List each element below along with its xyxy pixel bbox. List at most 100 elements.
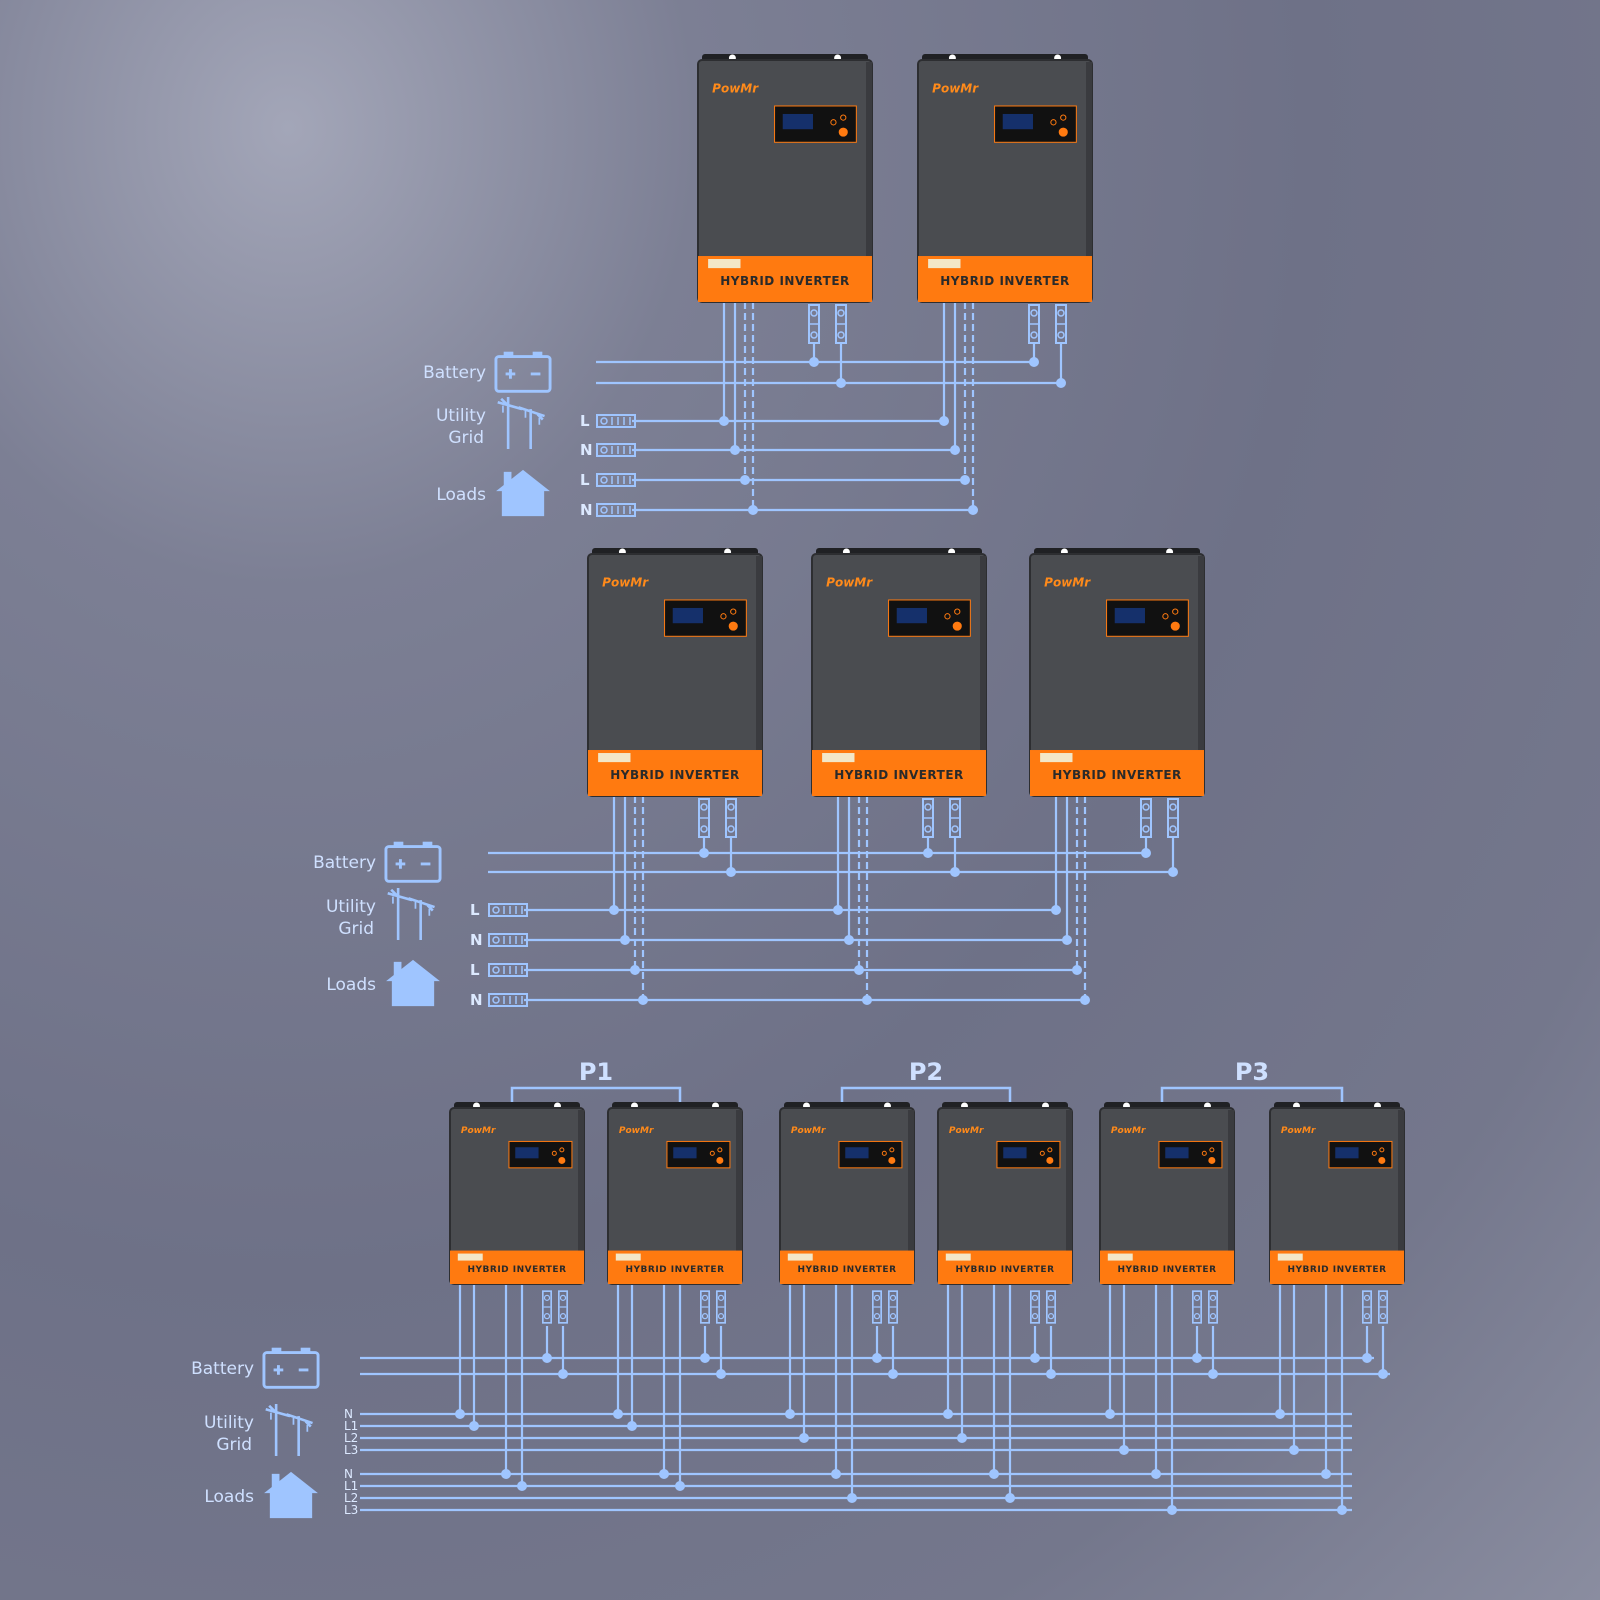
- junction-dot: [501, 1469, 511, 1479]
- button-icon: [1039, 1150, 1045, 1156]
- lcd-screen: [896, 607, 927, 624]
- junction-dot: [716, 1369, 726, 1379]
- junction-dot: [1051, 905, 1061, 915]
- inverter-side: [1198, 556, 1204, 794]
- terminal-letter: L: [580, 471, 590, 489]
- button-icon: [1371, 1150, 1377, 1156]
- inverter-side: [980, 556, 986, 794]
- terminal-letter: N: [344, 1467, 353, 1481]
- lcd-screen: [845, 1147, 869, 1159]
- junction-dot: [1151, 1469, 1161, 1479]
- caution-sticker: [945, 1253, 971, 1261]
- brand-logo: PowMr: [1044, 575, 1091, 589]
- power-button-icon: [1046, 1156, 1054, 1164]
- battery-breaker-icon: [1208, 1290, 1218, 1324]
- junction-dot: [1119, 1445, 1129, 1455]
- utility-pole-icon: [496, 395, 546, 451]
- model-label: HYBRID INVERTER: [955, 1265, 1054, 1275]
- terminal-letter: L2: [344, 1491, 358, 1505]
- terminal-letter: N: [580, 441, 593, 459]
- junction-dot: [968, 505, 978, 515]
- power-button-icon: [1378, 1156, 1386, 1164]
- junction-dot: [1337, 1505, 1347, 1515]
- battery-breaker-icon: [1030, 1290, 1040, 1324]
- battery-breaker-icon: [835, 304, 847, 344]
- battery-breaker-icon: [1378, 1290, 1388, 1324]
- lcd-screen: [1114, 607, 1145, 624]
- junction-dot: [923, 848, 933, 858]
- model-label: HYBRID INVERTER: [625, 1265, 724, 1275]
- brand-logo: PowMr: [1111, 1126, 1146, 1136]
- power-button-icon: [838, 127, 848, 137]
- terminal-letter: N: [580, 501, 593, 519]
- button-icon: [840, 114, 847, 121]
- inverter-side: [1228, 1110, 1234, 1282]
- terminal-block-icon: [596, 414, 636, 428]
- junction-dot: [1030, 1353, 1040, 1363]
- junction-dot: [847, 1493, 857, 1503]
- button-icon: [1162, 613, 1169, 620]
- junction-dot: [1289, 1445, 1299, 1455]
- caution-sticker: [1277, 1253, 1303, 1261]
- junction-dot: [1056, 378, 1066, 388]
- group-label: P2: [909, 1058, 943, 1086]
- power-button-icon: [728, 621, 738, 631]
- junction-dot: [844, 935, 854, 945]
- junction-dot: [785, 1409, 795, 1419]
- junction-dot: [1141, 848, 1151, 858]
- power-button-icon: [558, 1156, 566, 1164]
- group-bracket: [840, 1086, 1012, 1104]
- inverter-side: [736, 1110, 742, 1282]
- junction-dot: [700, 1353, 710, 1363]
- junction-dot: [809, 357, 819, 367]
- junction-dot: [872, 1353, 882, 1363]
- junction-dot: [854, 965, 864, 975]
- junction-dot: [1378, 1369, 1388, 1379]
- caution-sticker: [598, 753, 631, 763]
- caution-sticker: [457, 1253, 483, 1261]
- battery-breaker-icon: [698, 798, 710, 838]
- junction-dot: [748, 505, 758, 515]
- power-button-icon: [1170, 621, 1180, 631]
- terminal-letter: L2: [344, 1431, 358, 1445]
- junction-dot: [1321, 1469, 1331, 1479]
- button-icon: [954, 608, 961, 615]
- battery-breaker-icon: [542, 1290, 552, 1324]
- terminal-letter: L1: [344, 1419, 358, 1433]
- terminal-block-icon: [488, 963, 528, 977]
- button-icon: [720, 613, 727, 620]
- terminal-block-icon: [488, 903, 528, 917]
- battery-breaker-icon: [949, 798, 961, 838]
- button-icon: [1209, 1147, 1215, 1153]
- lcd-screen: [1335, 1147, 1359, 1159]
- junction-dot: [638, 995, 648, 1005]
- utility-label: Utility: [326, 897, 376, 917]
- terminal-block-icon: [596, 503, 636, 517]
- battery-breaker-icon: [558, 1290, 568, 1324]
- utility-pole-icon: [386, 886, 436, 942]
- house-icon: [496, 469, 550, 517]
- caution-sticker: [1040, 753, 1073, 763]
- junction-dot: [1167, 1505, 1177, 1515]
- caution-sticker: [708, 259, 741, 269]
- junction-dot: [888, 1369, 898, 1379]
- battery-breaker-icon: [725, 798, 737, 838]
- junction-dot: [833, 905, 843, 915]
- button-icon: [889, 1147, 895, 1153]
- lcd-screen: [672, 607, 703, 624]
- grid-label: Grid: [338, 919, 374, 939]
- battery-icon: [384, 840, 442, 883]
- junction-dot: [862, 995, 872, 1005]
- model-label: HYBRID INVERTER: [834, 768, 964, 782]
- button-icon: [1050, 119, 1057, 126]
- model-label: HYBRID INVERTER: [467, 1265, 566, 1275]
